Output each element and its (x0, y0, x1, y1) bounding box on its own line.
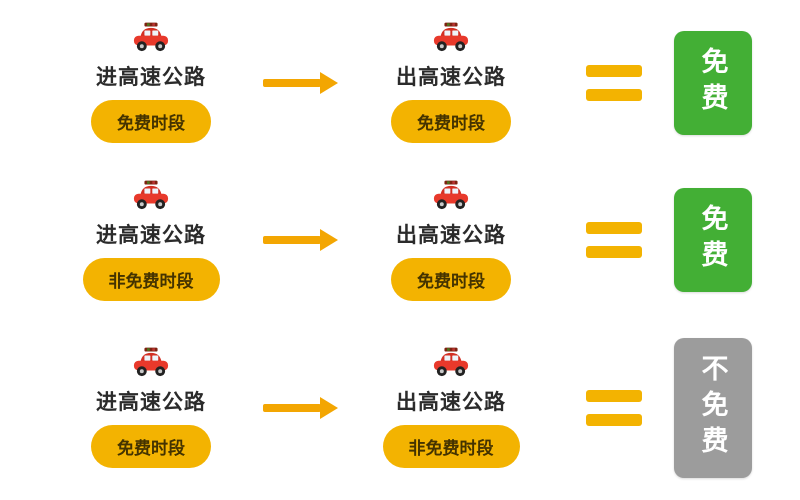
rule-row: 进高速公路 非免费时段 出高速公路 免费时段 免费 (0, 180, 800, 301)
car-icon (133, 22, 169, 52)
rule-row: 进高速公路 免费时段 出高速公路 非免费时段 不免费 (0, 337, 800, 478)
arrow-wrap (260, 229, 342, 252)
car-icon (433, 22, 469, 52)
equals-sign-icon (586, 222, 664, 259)
car-icon (433, 347, 469, 377)
car-icon (133, 180, 169, 210)
exit-highway-label: 出高速公路 (396, 66, 506, 90)
toll-period-badge: 非免费时段 (382, 425, 520, 469)
result-badge: 免费 (674, 30, 752, 135)
exit-highway-group: 出高速公路 免费时段 (342, 180, 560, 301)
enter-highway-label: 进高速公路 (96, 66, 206, 90)
toll-period-badge: 免费时段 (391, 257, 511, 301)
exit-highway-label: 出高速公路 (396, 223, 506, 247)
car-icon (133, 347, 169, 377)
exit-highway-group: 出高速公路 免费时段 (342, 22, 560, 144)
right-arrow-icon (263, 229, 338, 252)
exit-highway-group: 出高速公路 非免费时段 (342, 347, 560, 469)
result-badge: 不免费 (674, 337, 752, 478)
toll-period-badge: 非免费时段 (82, 257, 220, 301)
toll-period-badge: 免费时段 (91, 425, 211, 469)
enter-highway-group: 进高速公路 免费时段 (42, 347, 260, 469)
car-icon (433, 180, 469, 210)
arrow-wrap (260, 396, 342, 419)
result-badge: 免费 (674, 188, 752, 293)
enter-highway-label: 进高速公路 (96, 391, 206, 415)
toll-period-badge: 免费时段 (91, 100, 211, 144)
enter-highway-label: 进高速公路 (96, 223, 206, 247)
enter-highway-group: 进高速公路 免费时段 (42, 22, 260, 144)
right-arrow-icon (263, 71, 338, 94)
enter-highway-group: 进高速公路 非免费时段 (42, 180, 260, 301)
equals-sign-icon (586, 389, 664, 426)
toll-period-badge: 免费时段 (391, 100, 511, 144)
equals-sign-icon (586, 64, 664, 101)
exit-highway-label: 出高速公路 (396, 391, 506, 415)
arrow-wrap (260, 71, 342, 94)
right-arrow-icon (263, 396, 338, 419)
rule-row: 进高速公路 免费时段 出高速公路 免费时段 免费 (0, 22, 800, 144)
